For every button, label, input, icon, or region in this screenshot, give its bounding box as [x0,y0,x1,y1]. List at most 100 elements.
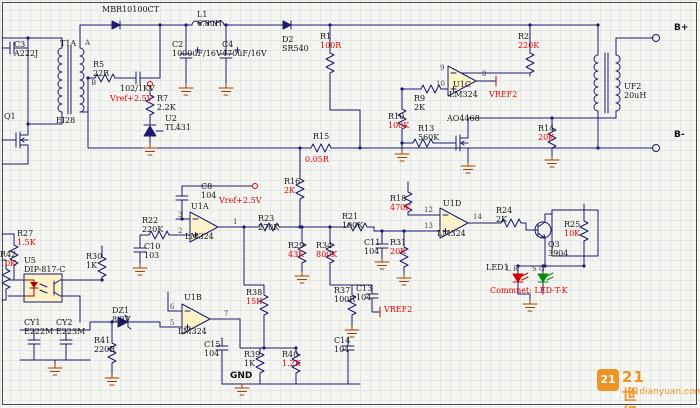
label-core: EI28 [56,116,76,125]
pin-u1d-12: 12 [424,206,433,214]
ground-icon [394,149,410,162]
ground-icon [396,273,412,286]
ground-icon [132,263,148,276]
ground-icon [142,143,158,156]
label-U1A-part: LM324 [185,232,214,241]
label-T1A: T1A [60,39,77,48]
led-red[interactable] [512,272,529,283]
terminal-b-minus[interactable] [652,144,660,152]
pin-B: B [91,79,97,87]
optocoupler-U5[interactable] [23,273,63,303]
watermark-site-name: 21世纪电源网 [622,368,645,408]
ground-icon [218,83,234,96]
inductor-uf2[interactable] [593,52,621,114]
watermark-badge: 21 [597,369,619,391]
net-vref25-2: Vref+2.5V [219,196,262,205]
led-connector-box[interactable] [551,209,599,257]
label-Q1: Q1 [4,112,16,121]
label-lr: L R [506,265,519,273]
mosfet-AO4468[interactable] [447,126,469,160]
inductor-l1[interactable] [191,20,225,26]
net-gnd: GND [230,371,253,381]
label-R15-value: 0.05R [305,155,329,164]
label-U1B: U1B [184,293,202,302]
pin-u1d-13: 13 [424,222,433,230]
ground-icon [178,83,194,96]
label-U1B-part: LM324 [178,327,207,336]
capacitor-C8[interactable] [175,195,189,201]
led-green[interactable] [537,272,554,283]
label-sg: S G [532,265,545,273]
net-vref25-1: Vref+2.5V [110,94,153,103]
resistor-R1[interactable] [325,49,335,77]
ground-icon [460,161,476,174]
capacitor-CY1[interactable] [27,339,41,345]
transistor-Q3[interactable] [531,221,552,239]
net-vref2-1: VREF2 [489,90,518,99]
label-LED1: LED1 [486,263,509,272]
ground-icon [47,363,63,376]
diode-mbr10100ct[interactable] [111,20,121,30]
tl431-u2[interactable] [143,124,157,137]
label-U1C: U1C [453,80,471,89]
zener-dz1[interactable] [117,314,132,330]
label-mbr: MBR10100CT [102,5,159,14]
transformer-t1a[interactable] [57,45,85,115]
resistor-R25[interactable] [579,217,589,245]
pin-u1b-7: 7 [224,310,229,318]
ground-icon [544,155,560,168]
label-U1A: U1A [191,202,209,211]
capacitor-snubber[interactable] [135,71,141,85]
net-b-minus: B- [674,130,685,140]
pin-A: A [85,39,91,47]
capacitor-CY2[interactable] [59,339,73,345]
pin-u1b-5: 5 [170,319,175,327]
resistor-R42[interactable] [1,265,11,293]
label-U1D: U1D [443,199,462,208]
power-stage-wires [1,24,654,267]
terminal-b-plus[interactable] [652,34,660,42]
mosfet-Q1[interactable] [7,123,29,157]
ground-icon [374,257,390,270]
resistor-R2[interactable] [525,49,535,77]
junction-dots [26,23,600,350]
resistor-R15[interactable] [307,143,335,153]
diode-d2[interactable] [282,20,292,30]
pin-u1a-2: 2 [178,227,183,235]
pin-u1b-6: 6 [170,303,175,311]
ground-icon [294,271,310,284]
label-U1D-part: LM324 [437,229,466,238]
net-vref2-2: VREF2 [384,305,413,314]
